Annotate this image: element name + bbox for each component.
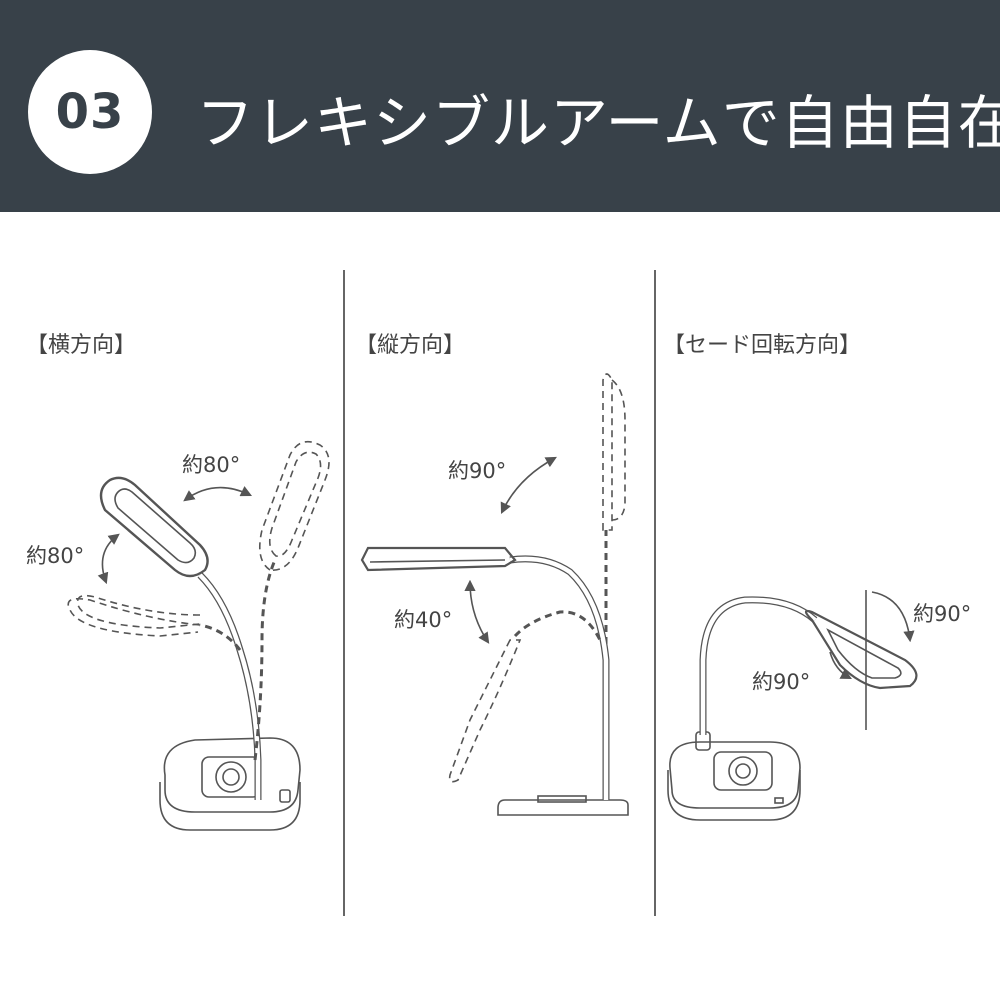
angle-vertical-top: 約90° [448,459,507,483]
angle-horizontal-top: 約80° [182,453,241,477]
step-badge: 03 [28,50,152,174]
angle-rotation-right: 約90° [913,602,972,626]
headline: フレキシブルアームで自由自在 [196,89,1000,157]
angle-horizontal-left: 約80° [26,544,85,568]
lamp-horizontal [67,440,330,831]
angle-vertical-bottom: 約40° [394,608,453,632]
label-shade-rotation: 【セード回転方向】 [663,333,862,358]
label-vertical: 【縦方向】 [355,333,466,358]
divider-left [343,270,345,916]
angle-rotation-left: 約90° [752,670,811,694]
lamp-rotation [667,590,918,821]
header-banner: 03 フレキシブルアームで自由自在 [0,0,1000,212]
label-horizontal: 【横方向】 [26,333,137,358]
step-number: 03 [55,84,125,140]
lamp-vertical [360,373,629,816]
divider-right [654,270,656,916]
